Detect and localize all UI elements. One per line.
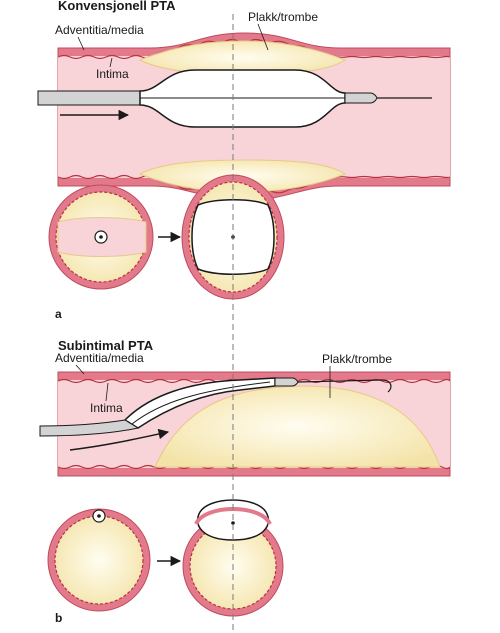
panel-b-leader-intima (105, 382, 109, 402)
panel-a-label-adventitia: Adventitia/media (55, 23, 144, 37)
panel-b-cross-section-before (47, 508, 151, 612)
panel-b-letter: b (55, 611, 62, 625)
panel-b-label-plaque: Plakk/trombe (322, 352, 392, 366)
panel-b-plaque (154, 385, 441, 468)
panel-b-flow-arrow (69, 428, 170, 451)
panel-b-guide-inner (131, 381, 271, 425)
panel-a-title: Konvensjonell PTA (58, 0, 176, 13)
panel-b-label-adventitia: Adventitia/media (55, 351, 144, 365)
panel-b-leader-adventitia (75, 364, 85, 375)
panel-b-catheter (39, 419, 140, 437)
panel-a-catheter (37, 90, 141, 106)
panel-b-catheter-tip (274, 377, 299, 387)
panel-a-intima-top (57, 38, 451, 60)
panel-a-cross-section-before (48, 184, 154, 290)
panel-a-label-plaque: Plakk/trombe (248, 10, 318, 24)
panel-a: Konvensjonell PTA Adventitia/media Intim… (37, 0, 451, 321)
panel-a-leader-plaque (257, 23, 269, 51)
panel-a-leader-adventitia (77, 36, 85, 51)
panel-a-catheter-tip (344, 92, 378, 104)
panel-b-guidewire (297, 379, 392, 393)
panel-a-label-intima: Intima (96, 67, 129, 81)
panel-b-title: Subintimal PTA (58, 338, 154, 353)
panel-a-letter: a (55, 307, 62, 321)
panel-b: Subintimal PTA Adventitia/media Intima P… (39, 338, 451, 625)
panel-b-label-intima: Intima (90, 401, 123, 415)
panel-a-leader-intima (109, 57, 113, 68)
